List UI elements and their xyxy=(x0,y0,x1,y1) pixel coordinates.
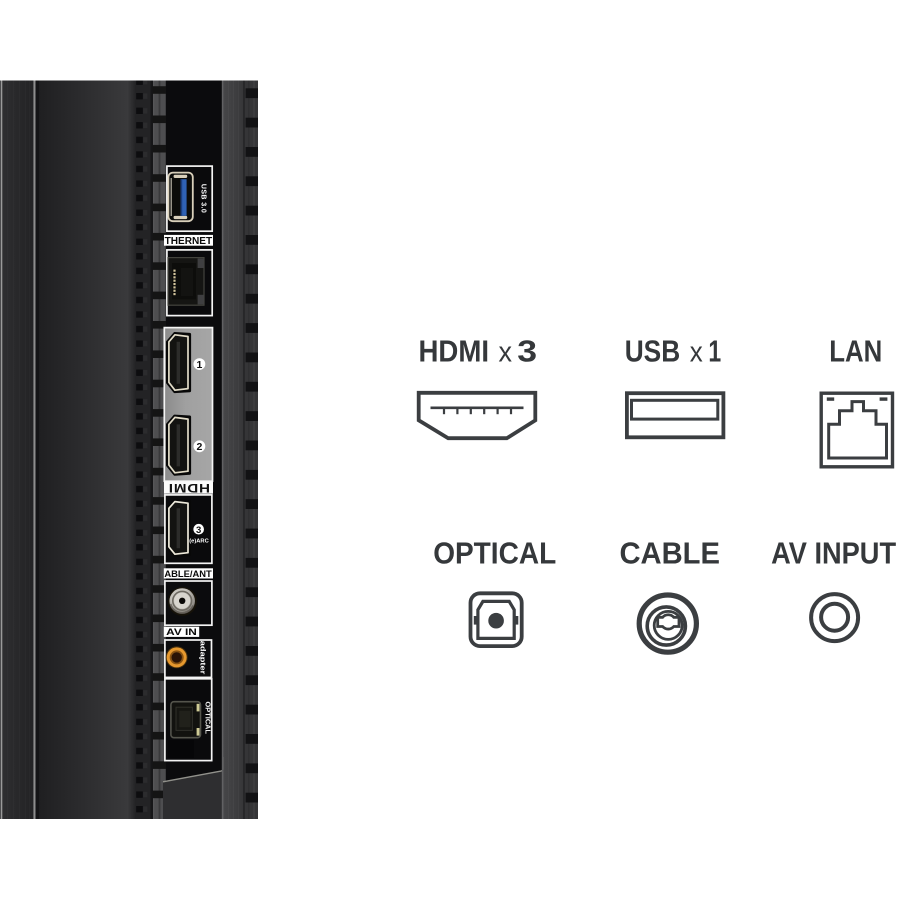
svg-text:LAN: LAN xyxy=(829,334,882,368)
svg-text:(e)ARC: (e)ARC xyxy=(189,538,209,544)
svg-text:HDMI: HDMI xyxy=(168,481,210,494)
svg-text:1: 1 xyxy=(708,334,721,368)
svg-text:OPTICAL: OPTICAL xyxy=(433,536,556,570)
svg-text:3: 3 xyxy=(196,525,201,536)
svg-text:USB: USB xyxy=(625,334,681,368)
svg-text:3: 3 xyxy=(517,334,537,368)
svg-text:OPTICAL: OPTICAL xyxy=(204,702,213,735)
svg-text:AV IN: AV IN xyxy=(166,626,197,637)
svg-text:AV INPUT: AV INPUT xyxy=(771,536,896,570)
svg-text:1: 1 xyxy=(196,359,202,371)
svg-text:ABLE/ANT: ABLE/ANT xyxy=(164,569,212,579)
svg-text:USB 3.0: USB 3.0 xyxy=(199,184,206,213)
svg-text:adapter: adapter xyxy=(198,641,207,675)
svg-text:x: x xyxy=(690,336,703,368)
svg-text:THERNET: THERNET xyxy=(165,236,213,247)
svg-text:x: x xyxy=(499,336,513,368)
svg-text:HDMI: HDMI xyxy=(419,334,490,368)
svg-text:2: 2 xyxy=(196,441,202,453)
svg-text:CABLE: CABLE xyxy=(619,536,720,570)
